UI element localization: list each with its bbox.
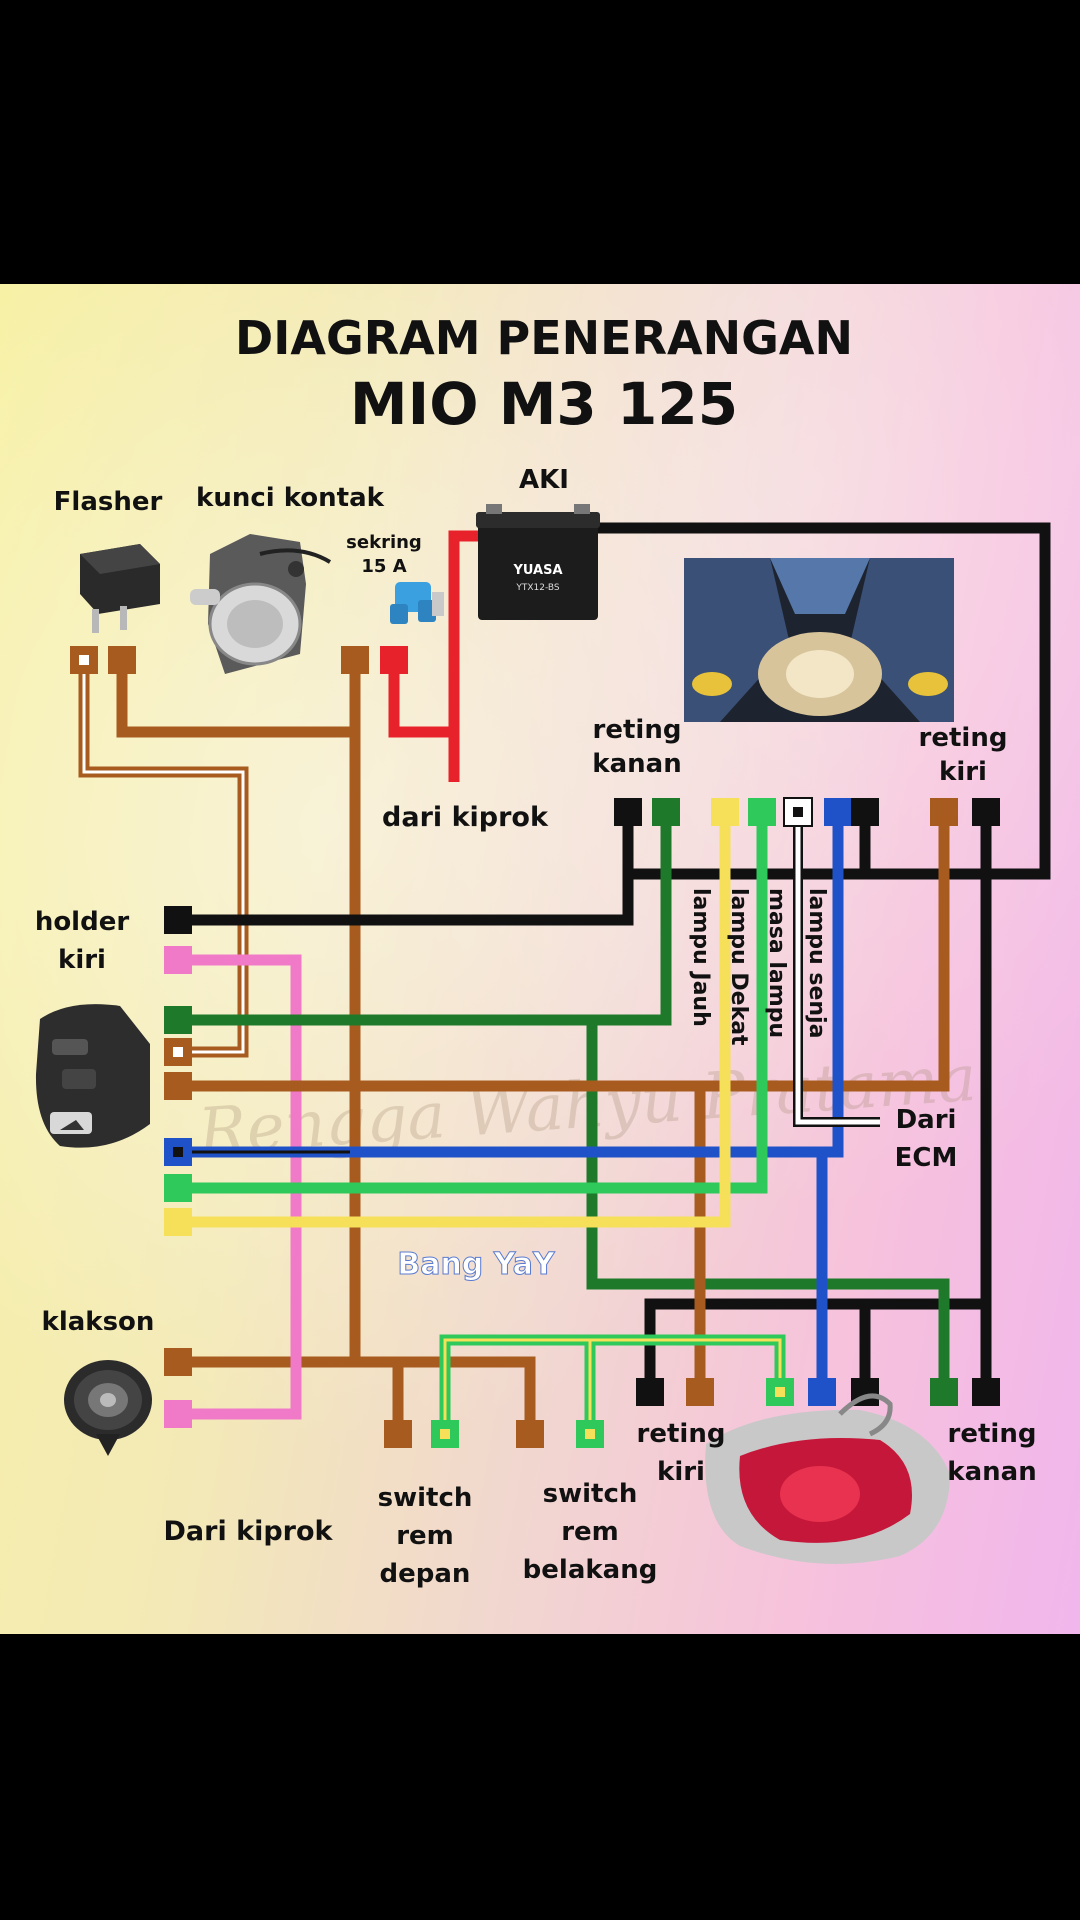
connector-reting-kanan-black (614, 798, 642, 826)
connector-black-2 (851, 798, 879, 826)
wire-flasher-in (116, 660, 361, 738)
battery-icon: YUASA YTX12-BS (476, 504, 600, 620)
wire-outline (82, 660, 245, 1054)
wire-green-light (178, 812, 768, 1194)
wire-outline (96, 1434, 120, 1456)
label-reting-kanan-bottom-1: reting (948, 1419, 1037, 1449)
wire-outline (770, 558, 870, 614)
connector-reting-kanan-green (652, 798, 680, 826)
connector-klakson-brown (164, 1348, 192, 1376)
battery-model: YTX12-BS (515, 583, 560, 593)
connector-rem-depan-2 (431, 1420, 459, 1448)
wire-black-holder (178, 812, 634, 926)
label-reting-kanan-top-1: reting (593, 715, 682, 745)
label-lampu-jauh: lampu Jauh (688, 888, 713, 1027)
connector-holder-pink (164, 946, 192, 974)
label-kunci-kontak: kunci kontak (196, 483, 385, 513)
label-lampu-senja: lampu senja (804, 888, 829, 1038)
label-dari-kiprok-bottom: Dari kiprok (164, 1516, 334, 1547)
wire-outline (795, 812, 880, 1125)
wire-brown-bottom (178, 1356, 536, 1434)
label-aki: AKI (519, 465, 569, 495)
connector-reting-kiri-black (972, 798, 1000, 826)
label-switch-rem-belakang-1: switch (543, 1479, 638, 1509)
connector-holder-yellow (164, 1208, 192, 1236)
connector-rem-belakang-1 (516, 1420, 544, 1448)
tail-lamp-icon (705, 1393, 950, 1564)
connector-holder-black (164, 906, 192, 934)
label-switch-rem-depan-2: rem (396, 1521, 454, 1551)
connector-holder-blue (164, 1138, 192, 1166)
connector-blue (824, 798, 852, 826)
title-line1: DIAGRAM PENERANGAN (235, 311, 853, 365)
label-klakson: klakson (42, 1307, 155, 1337)
label-dari-ecm-1: Dari (896, 1105, 957, 1135)
label-dari-ecm-2: ECM (895, 1143, 958, 1173)
connector-yellow (711, 798, 739, 826)
wire-outline (259, 548, 332, 564)
connector-white (783, 797, 813, 827)
connector-holder-brown (164, 1072, 192, 1100)
label-dari-kiprok-top: dari kiprok (382, 802, 549, 833)
wire-green-dark (178, 812, 672, 1026)
connector-rem-belakang-2 (576, 1420, 604, 1448)
label-reting-kanan-top-2: kanan (592, 749, 681, 779)
wire-black-rear (644, 812, 992, 1392)
connector-holder-light-green (164, 1174, 192, 1202)
handlebar-switch-icon (35, 1004, 150, 1148)
connector-holder-brown-white (164, 1038, 192, 1066)
label-lampu-dekat: lampu Dekat (726, 888, 751, 1046)
connector-rear-blue (808, 1378, 836, 1406)
wire-flasher-lr (78, 660, 249, 1058)
connector-flasher-2 (108, 646, 136, 674)
label-reting-kiri-bottom-2: kiri (657, 1457, 705, 1487)
wiring-diagram: DIAGRAM PENERANGAN MIO M3 125 Rengga Wah… (35, 311, 1051, 1589)
label-sekring-1: sekring (346, 532, 422, 553)
wire-blue (178, 812, 844, 1158)
label-holder-kiri-1: holder (35, 907, 130, 937)
connector-rear-green (930, 1378, 958, 1406)
wire-brake-switch (439, 1334, 786, 1434)
wire-brown-reting (178, 812, 950, 1092)
label-reting-kiri-top-1: reting (919, 723, 1008, 753)
ignition-switch-icon (190, 534, 332, 674)
connector-light-green (748, 798, 776, 826)
flasher-relay-icon (80, 544, 160, 633)
horn-icon (64, 1360, 152, 1456)
title-line2: MIO M3 125 (350, 370, 738, 438)
battery-brand: YUASA (512, 563, 562, 578)
connector-rear-light-green (766, 1378, 794, 1406)
wire-outline (80, 544, 160, 574)
connector-klakson-pink (164, 1400, 192, 1428)
label-bang-yay: Bang YaY (397, 1247, 556, 1282)
label-switch-rem-belakang-3: belakang (523, 1555, 658, 1585)
headlight-photo (684, 558, 954, 722)
wire-outline (60, 1120, 84, 1130)
connector-flasher-1 (70, 646, 98, 674)
label-flasher: Flasher (54, 487, 163, 517)
diagram-panel: DIAGRAM PENERANGAN MIO M3 125 Rengga Wah… (0, 284, 1080, 1634)
connector-rear-black-1 (636, 1378, 664, 1406)
label-switch-rem-belakang-2: rem (561, 1517, 619, 1547)
connector-rear-brown (686, 1378, 714, 1406)
label-sekring-2: 15 A (361, 556, 406, 577)
label-holder-kiri-2: kiri (58, 945, 106, 975)
label-switch-rem-depan-3: depan (380, 1559, 471, 1589)
wire-outline (838, 1393, 893, 1437)
wire-outline (443, 1338, 782, 1434)
connector-holder-green (164, 1006, 192, 1034)
fuse-icon (390, 582, 444, 624)
label-reting-kanan-bottom-2: kanan (947, 1457, 1036, 1487)
connector-kunci-kontak (341, 646, 369, 674)
connector-rear-black-3 (972, 1378, 1000, 1406)
connector-rem-depan-1 (384, 1420, 412, 1448)
label-masa-lampu: masa lampu (764, 888, 789, 1038)
connector-reting-kiri-brown (930, 798, 958, 826)
label-reting-kiri-bottom-1: reting (637, 1419, 726, 1449)
label-reting-kiri-top-2: kiri (939, 757, 987, 787)
connector-fuse (380, 646, 408, 674)
wire-yellow (178, 812, 731, 1228)
label-switch-rem-depan-1: switch (378, 1483, 473, 1513)
